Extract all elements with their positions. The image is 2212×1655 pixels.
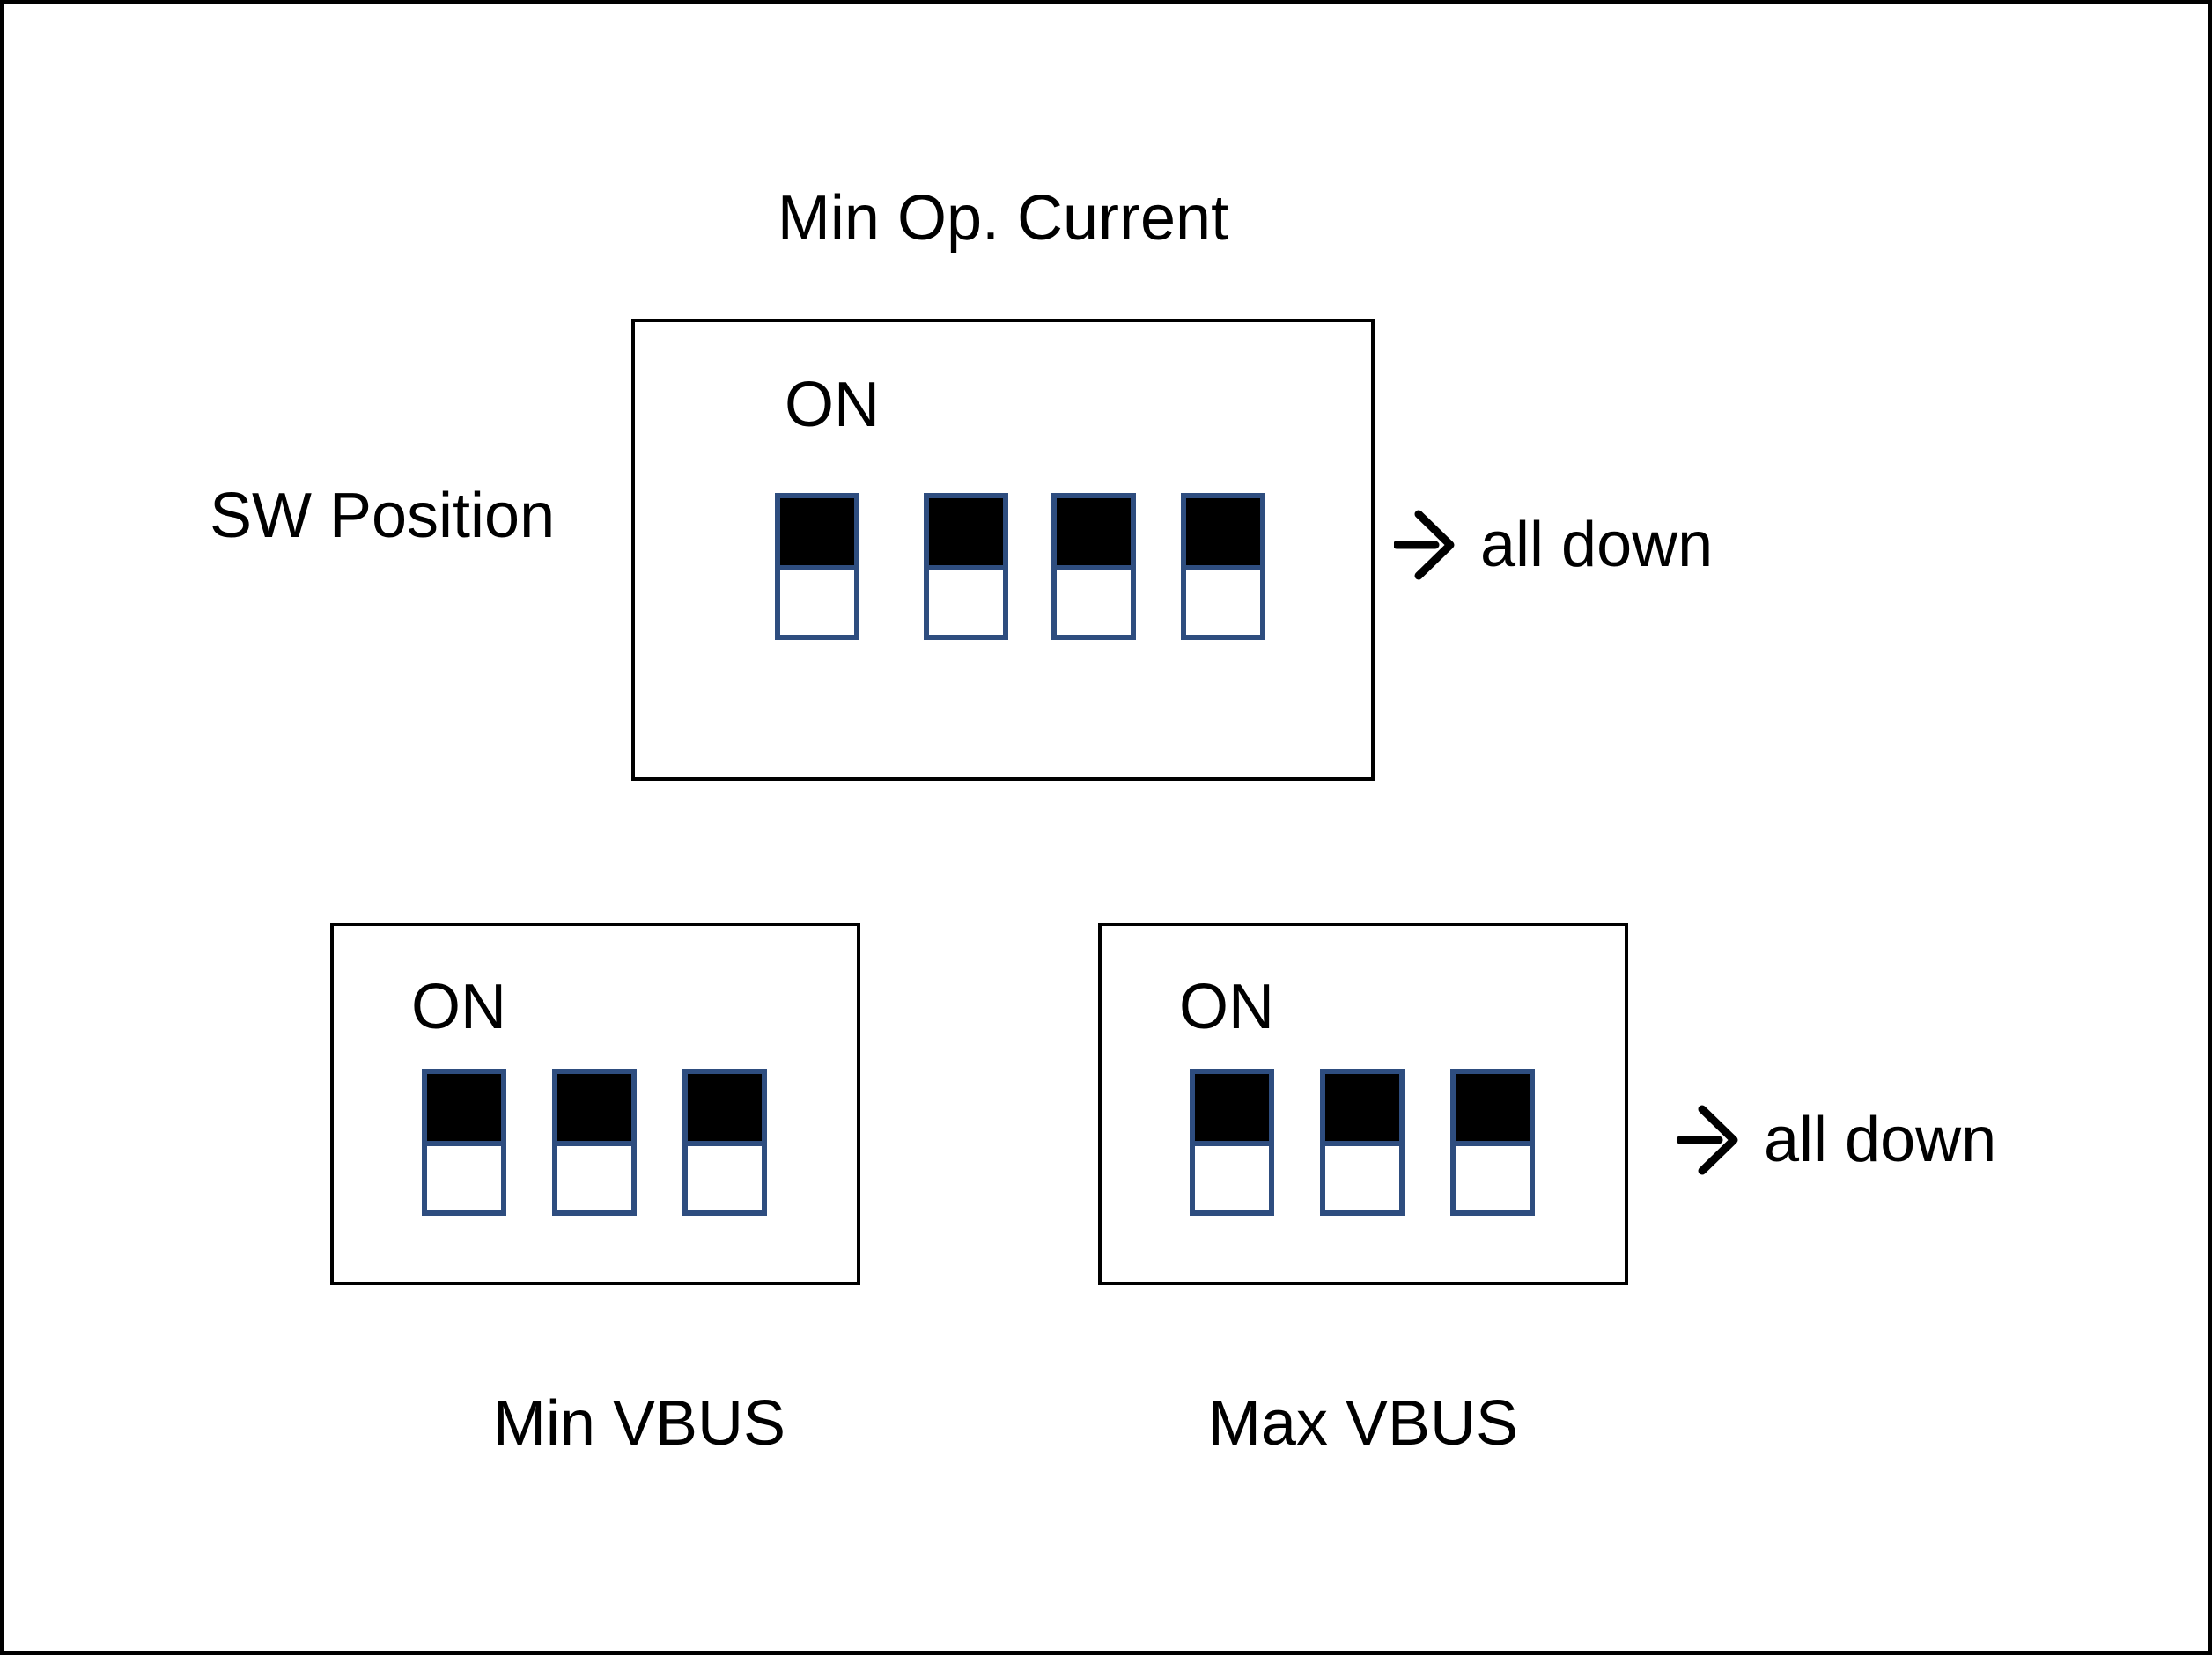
on-label: ON: [1179, 972, 1274, 1042]
dip-switch-down: [924, 493, 1008, 640]
switch-off-cell: [1057, 570, 1131, 635]
max-vbus-caption: Max VBUS: [1207, 1388, 1519, 1459]
annotation-top: all down: [1394, 506, 1713, 584]
arrow-right-icon: [1677, 1105, 1738, 1175]
switch-off-cell: [688, 1146, 762, 1210]
switch-on-cell: [1195, 1074, 1269, 1146]
switch-on-cell: [1186, 498, 1260, 570]
switch-on-cell: [1057, 498, 1131, 570]
annotation-label: all down: [1764, 1105, 1997, 1175]
dip-switch-row: [334, 926, 857, 1282]
dip-switch-down: [1190, 1069, 1274, 1216]
dip-switch-row: [1102, 926, 1625, 1282]
switch-off-cell: [1195, 1146, 1269, 1210]
dip-switch-down: [1181, 493, 1265, 640]
switch-on-cell: [557, 1074, 631, 1146]
panel-min-op-current: ON: [631, 319, 1375, 781]
on-label: ON: [785, 370, 880, 440]
on-label: ON: [411, 972, 506, 1042]
switch-off-cell: [780, 570, 854, 635]
panel-max-vbus: ON: [1098, 923, 1628, 1285]
switch-off-cell: [1186, 570, 1260, 635]
switch-off-cell: [557, 1146, 631, 1210]
annotation-label: all down: [1480, 510, 1714, 580]
switch-on-cell: [688, 1074, 762, 1146]
dip-switch-down: [1320, 1069, 1405, 1216]
switch-off-cell: [1456, 1146, 1530, 1210]
switch-on-cell: [929, 498, 1003, 570]
dip-switch-down: [682, 1069, 767, 1216]
dip-switch-down: [552, 1069, 637, 1216]
dip-switch-down: [1051, 493, 1136, 640]
dip-switch-down: [775, 493, 859, 640]
min-vbus-caption: Min VBUS: [492, 1388, 786, 1459]
arrow-right-icon: [1394, 510, 1455, 580]
switch-on-cell: [1325, 1074, 1399, 1146]
switch-off-cell: [1325, 1146, 1399, 1210]
switch-on-cell: [1456, 1074, 1530, 1146]
annotation-bottom: all down: [1677, 1101, 1996, 1179]
dip-switch-row: [635, 322, 1371, 777]
dip-switch-down: [422, 1069, 506, 1216]
switch-off-cell: [427, 1146, 501, 1210]
switch-on-cell: [427, 1074, 501, 1146]
page-title: Min Op. Current: [777, 183, 1229, 254]
switch-off-cell: [929, 570, 1003, 635]
sw-position-label: SW Position: [210, 481, 556, 551]
switch-on-cell: [780, 498, 854, 570]
dip-switch-down: [1450, 1069, 1535, 1216]
panel-min-vbus: ON: [330, 923, 860, 1285]
